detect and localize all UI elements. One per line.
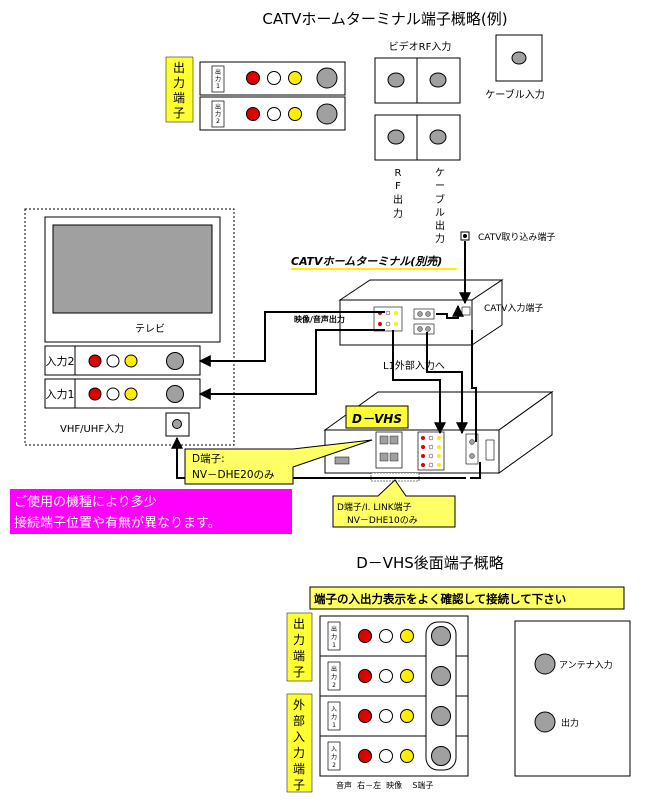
tv-set [44,216,221,343]
svg-text:ブ: ブ [435,193,445,206]
antenna-output-label: 出力 [561,717,579,729]
title-bottom: D－VHS後面端子概略 [356,554,504,572]
rf-cable-out-jacks [374,114,461,161]
connection-wires [171,241,481,479]
svg-text:端: 端 [173,91,185,105]
svg-text:入: 入 [331,746,337,753]
svg-text:入: 入 [293,730,305,744]
svg-text:力: 力 [215,110,221,118]
svg-text:端子の入出力表示をよく確認して接続して下さい: 端子の入出力表示をよく確認して接続して下さい [314,592,566,606]
svg-text:力: 力 [173,76,185,90]
dvhs-badge: D－VHS [345,405,409,429]
output-terminal-label: 出 力 端 子 [286,612,313,682]
svg-text:力: 力 [293,633,305,647]
terminal-output-row-1: 出 力 1 [199,61,346,96]
cable-out-label: ケ ー ブ ル 出 力 [435,167,445,245]
svg-text:2: 2 [216,118,220,125]
video-rf-label: ビデオRF入力 [389,40,452,53]
column-labels: 音声 右－左 映像 S端子 [336,780,433,790]
dvhs-row-out-2: 出 力 2 [327,661,451,691]
svg-text:R: R [395,168,402,179]
svg-text:出: 出 [393,193,403,206]
svg-text:力: 力 [393,207,403,220]
callout-ilink-terminal: D端子/I. LINK端子 NV－DHE10のみ [332,479,456,528]
dvhs-row-in-2: 入 力 2 [327,741,451,771]
svg-text:1: 1 [332,722,336,729]
svg-text:1: 1 [216,83,220,90]
av-output-label: 映像/音声出力 [294,314,345,324]
l1-input-label: L1外部入力へ [383,359,445,372]
svg-text:NV－DHE20のみ: NV－DHE20のみ [192,469,275,481]
svg-text:子: 子 [293,665,305,679]
dvhs-row-out-1: 出 力 1 [327,621,451,651]
svg-text:2: 2 [332,682,336,689]
svg-text:力: 力 [331,673,337,681]
svg-text:D端子:: D端子: [192,452,225,465]
svg-text:外: 外 [293,698,305,712]
svg-text:2: 2 [332,762,336,769]
svg-text:部: 部 [293,713,305,728]
svg-text:接続端子位置や有無が異なります。: 接続端子位置や有無が異なります。 [14,515,221,531]
tv-group-frame [24,208,235,446]
svg-text:力: 力 [331,753,337,761]
svg-text:D端子/I. LINK端子: D端子/I. LINK端子 [337,501,412,513]
svg-text:D－VHS: D－VHS [352,412,402,426]
catv-intake-label: CATV取り込み端子 [478,231,555,243]
video-rf-jacks [374,57,461,104]
svg-text:出: 出 [215,68,221,76]
svg-text:入力2: 入力2 [46,355,75,368]
svg-text:F: F [395,181,401,192]
svg-text:出: 出 [331,625,337,633]
svg-text:ー: ー [435,181,445,192]
home-terminal-label: CATVホームターミナル(別売) [291,255,442,268]
svg-text:1: 1 [332,642,336,649]
svg-text:入力1: 入力1 [46,388,75,401]
svg-text:入: 入 [331,706,337,713]
cable-input-jack [495,34,543,82]
svg-text:力: 力 [215,75,221,83]
rf-out-label: R F 出 力 [393,168,403,220]
svg-text:端: 端 [293,649,305,663]
vhf-uhf-label: VHF/UHF入力 [60,422,124,435]
svg-text:ル: ル [435,208,445,219]
svg-text:力: 力 [435,232,445,245]
svg-text:出: 出 [215,103,221,111]
tv-input-2: 入力2 [44,345,201,376]
svg-text:力: 力 [293,746,305,760]
svg-text:出: 出 [293,617,305,631]
svg-text:ケ: ケ [435,167,445,179]
svg-text:端: 端 [293,762,305,776]
svg-text:力: 力 [331,633,337,641]
svg-text:出: 出 [331,665,337,673]
svg-text:出: 出 [173,61,185,75]
confirm-banner: 端子の入出力表示をよく確認して接続して下さい [309,586,625,610]
vhf-uhf-jack [165,412,190,437]
dvhs-row-in-1: 入 力 1 [327,701,451,731]
external-input-label: 外 部 入 力 端 子 [286,693,313,793]
terminal-output-label: 出 力 端 子 [165,56,194,123]
tv-input-1: 入力1 [44,378,201,409]
terminal-output-row-2: 出 力 2 [199,96,346,131]
svg-text:ご使用の機種により多少: ご使用の機種により多少 [14,494,157,510]
svg-text:子: 子 [173,106,185,120]
svg-text:力: 力 [331,713,337,721]
dvhs-deck [323,391,554,482]
callout-d-terminal: D端子: NV－DHE20のみ [184,439,373,485]
title-top: CATVホームターミナル端子概略(例) [262,10,507,28]
tv-label: テレビ [135,323,165,335]
catv-input-label: CATV入力端子 [484,302,543,314]
svg-text:出: 出 [435,219,445,232]
antenna-input-label: アンテナ入力 [559,659,613,671]
antenna-panel [514,620,631,777]
model-variance-note: ご使用の機種により多少 接続端子位置や有無が異なります。 [10,489,292,534]
svg-text:NV－DHE10のみ: NV－DHE10のみ [347,515,418,526]
cable-input-label: ケーブル入力 [485,88,544,101]
svg-text:子: 子 [293,778,305,792]
